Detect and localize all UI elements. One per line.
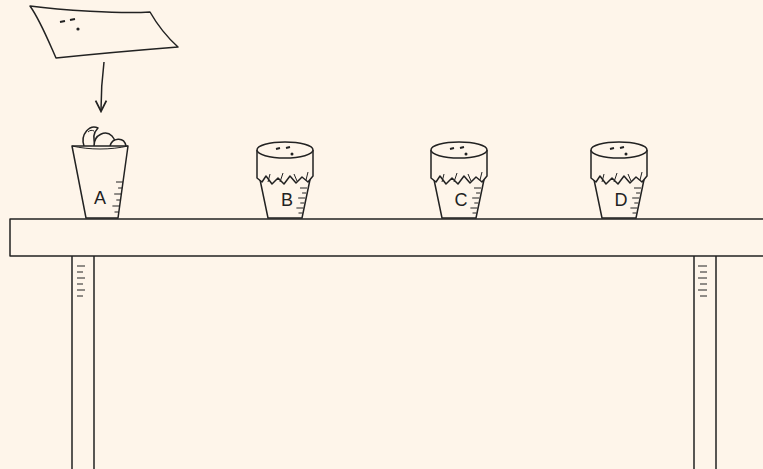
cup-label: B: [281, 191, 293, 209]
cup-label: D: [615, 191, 628, 209]
paper-hole: [76, 27, 79, 30]
cup: C: [426, 138, 492, 220]
paper-sheet: [30, 6, 178, 58]
table-top: [10, 219, 763, 256]
table-leg: [694, 256, 716, 469]
cup: B: [252, 138, 318, 220]
paper-hole: [60, 19, 75, 22]
leg-marks: [77, 266, 85, 296]
cup-label: C: [455, 191, 468, 209]
arrow: [101, 62, 104, 110]
leg-marks: [698, 266, 707, 296]
cup: A: [70, 120, 132, 220]
cup: D: [586, 138, 652, 220]
table-leg: [72, 256, 94, 469]
cup-label: A: [94, 189, 106, 207]
